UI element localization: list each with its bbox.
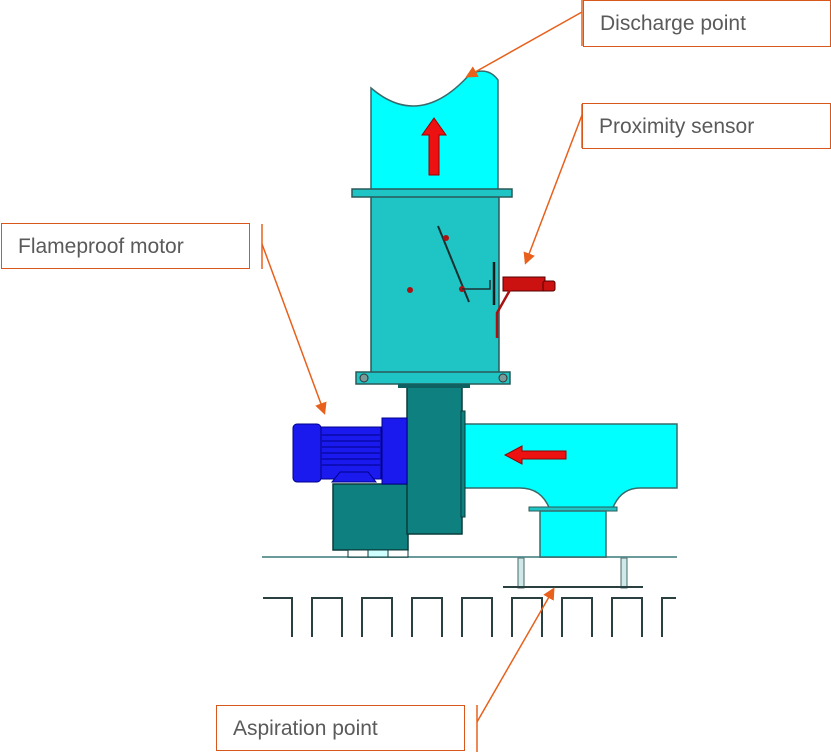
aspiration-stand	[503, 557, 643, 589]
flameproof-motor	[292, 417, 408, 485]
callout-proximity-sensor: Proximity sensor	[582, 103, 831, 149]
inlet-flow-arrow	[503, 445, 567, 465]
outlet-duct	[351, 70, 513, 198]
motor-leader	[261, 243, 327, 415]
callout-flameproof-motor: Flameproof motor	[1, 223, 250, 269]
grating	[263, 597, 676, 637]
proximity-sensor	[495, 276, 556, 338]
callout-label: Flameproof motor	[18, 234, 184, 258]
discharge-leader	[465, 11, 583, 78]
callout-discharge-point: Discharge point	[583, 0, 831, 47]
callout-label: Proximity sensor	[599, 114, 755, 138]
callout-label: Aspiration point	[233, 716, 378, 740]
valve-body	[355, 195, 511, 388]
inlet-duct	[461, 423, 678, 558]
floor-platform	[262, 556, 677, 637]
outlet-flow-arrow	[421, 117, 447, 176]
callout-aspiration-point: Aspiration point	[216, 705, 465, 751]
aspiration-leader	[476, 587, 555, 723]
sensor-leader	[523, 114, 583, 265]
callout-label: Discharge point	[600, 12, 746, 35]
